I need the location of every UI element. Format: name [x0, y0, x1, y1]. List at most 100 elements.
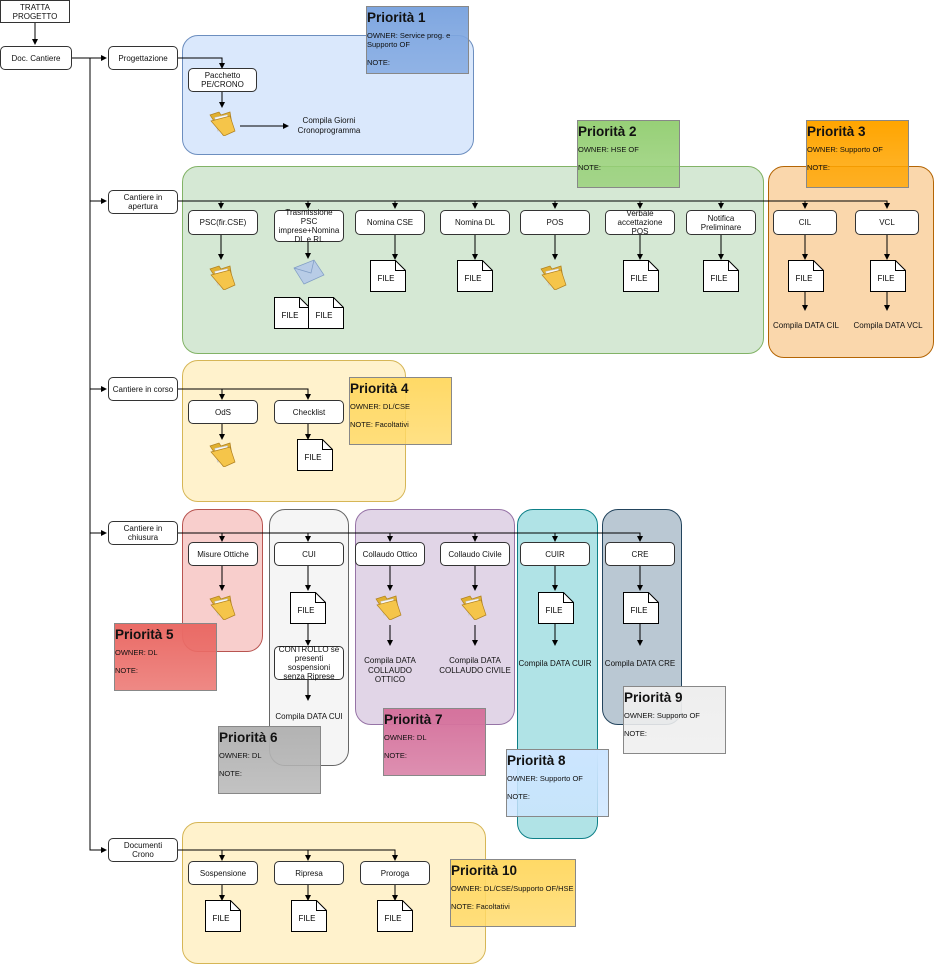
compila-giorni-label: Compila Giorni Cronoprogramma	[297, 116, 361, 135]
folder-icon[interactable]	[208, 264, 238, 290]
priority-title: Priorità 8	[507, 753, 566, 768]
folder-icon[interactable]	[208, 594, 238, 620]
sospensione-node[interactable]: Sospensione	[188, 861, 258, 885]
nomina-dl-node[interactable]: Nomina DL	[440, 210, 510, 235]
cuir-node[interactable]: CUIR	[520, 542, 590, 566]
ripresa-node[interactable]: Ripresa	[274, 861, 344, 885]
priority-note: NOTE: Facoltativi	[451, 902, 510, 911]
progettazione-node[interactable]: Progettazione	[108, 46, 178, 70]
file-icon[interactable]: FILE	[274, 297, 310, 329]
file-label: FILE	[282, 311, 299, 320]
file-icon[interactable]: FILE	[457, 260, 493, 292]
file-icon[interactable]: FILE	[291, 900, 327, 932]
pacchetto-node[interactable]: Pacchetto PE/CRONO	[188, 68, 257, 92]
file-icon[interactable]: FILE	[370, 260, 406, 292]
file-icon[interactable]: FILE	[703, 260, 739, 292]
priority-3-note: Priorità 3 OWNER: Supporto OF NOTE:	[806, 120, 909, 188]
vcl-node[interactable]: VCL	[855, 210, 919, 235]
priority-note: NOTE: Facoltativi	[350, 420, 409, 429]
compila-vcl-label: Compila DATA VCL	[853, 321, 923, 330]
ods-node[interactable]: OdS	[188, 400, 258, 424]
collaudo-ottico-node[interactable]: Collaudo Ottico	[355, 542, 425, 566]
file-icon[interactable]: FILE	[377, 900, 413, 932]
folder-icon[interactable]	[208, 441, 238, 467]
verbale-node[interactable]: Verbale accettazione POS	[605, 209, 675, 236]
folder-icon[interactable]	[539, 264, 569, 290]
priority-title: Priorità 9	[624, 690, 683, 705]
priority-note: NOTE:	[507, 792, 530, 801]
priority-title: Priorità 1	[367, 10, 426, 25]
priority-8-note: Priorità 8 OWNER: Supporto OF NOTE:	[506, 749, 609, 817]
priority-note: NOTE:	[624, 729, 647, 738]
file-icon[interactable]: FILE	[205, 900, 241, 932]
proroga-node[interactable]: Proroga	[360, 861, 430, 885]
folder-icon[interactable]	[459, 594, 489, 620]
folder-icon[interactable]	[208, 110, 238, 136]
file-label: FILE	[385, 914, 402, 923]
file-label: FILE	[631, 606, 648, 615]
controllo-node[interactable]: CONTROLLO se presenti sospensioni senza …	[274, 645, 344, 681]
checklist-node[interactable]: Checklist	[274, 400, 344, 424]
documenti-crono-node[interactable]: Documenti Crono	[108, 838, 178, 862]
cui-node[interactable]: CUI	[274, 542, 344, 566]
psc-node[interactable]: PSC(fir.CSE)	[188, 210, 258, 235]
priority-owner: OWNER: DL	[384, 733, 427, 742]
priority-owner: OWNER: Supporto OF	[807, 145, 883, 154]
priority-owner: OWNER: DL/CSE	[350, 402, 411, 411]
file-label: FILE	[299, 914, 316, 923]
compila-cui-label: Compila DATA CUI	[275, 712, 343, 721]
cantiere-chiusura-node[interactable]: Cantiere in chiusura	[108, 521, 178, 545]
priority-owner: OWNER: DL/CSE/Supporto OF/HSE	[451, 884, 574, 893]
compila-collaudo-civile-label: Compila DATA COLLAUDO CIVILE	[439, 656, 511, 675]
misure-ottiche-node[interactable]: Misure Ottiche	[188, 542, 258, 566]
file-label: FILE	[305, 453, 322, 462]
file-icon[interactable]: FILE	[870, 260, 906, 292]
file-label: FILE	[378, 274, 395, 283]
file-icon[interactable]: FILE	[290, 592, 326, 624]
priority-note: NOTE:	[807, 163, 830, 172]
file-label: FILE	[878, 274, 895, 283]
compila-cre-label: Compila DATA CRE	[604, 659, 676, 668]
file-label: FILE	[546, 606, 563, 615]
cantiere-corso-node[interactable]: Cantiere in corso	[108, 377, 178, 401]
file-label: FILE	[316, 311, 333, 320]
file-icon[interactable]: FILE	[623, 260, 659, 292]
email-icon[interactable]	[292, 258, 326, 286]
priority-title: Priorità 7	[384, 712, 443, 727]
file-icon[interactable]: FILE	[788, 260, 824, 292]
file-icon[interactable]: FILE	[623, 592, 659, 624]
file-label: FILE	[465, 274, 482, 283]
compila-cuir-label: Compila DATA CUIR	[518, 659, 592, 668]
pos-node[interactable]: POS	[520, 210, 590, 235]
trasmissione-node[interactable]: Trasmissione PSC imprese+Nomina DL e RL	[274, 208, 344, 244]
priority-owner: OWNER: DL	[219, 751, 262, 760]
collaudo-civile-node[interactable]: Collaudo Civile	[440, 542, 510, 566]
doc-cantiere-node[interactable]: Doc. Cantiere	[0, 46, 72, 70]
priority-note: NOTE:	[384, 751, 407, 760]
group-documenti-crono	[182, 822, 486, 964]
priority-title: Priorità 3	[807, 124, 866, 139]
cil-node[interactable]: CIL	[773, 210, 837, 235]
file-icon[interactable]: FILE	[308, 297, 344, 329]
priority-owner: OWNER: HSE OF	[578, 145, 639, 154]
file-icon[interactable]: FILE	[297, 439, 333, 471]
priority-10-note: Priorità 10 OWNER: DL/CSE/Supporto OF/HSE…	[450, 859, 576, 927]
cantiere-apertura-node[interactable]: Cantiere in apertura	[108, 190, 178, 214]
priority-title: Priorità 10	[451, 863, 518, 878]
cre-node[interactable]: CRE	[605, 542, 675, 566]
notifica-node[interactable]: Notifica Preliminare	[686, 210, 756, 235]
priority-owner: OWNER: Supporto OF	[507, 774, 583, 783]
tratta-progetto-node[interactable]: TRATTA PROGETTO	[0, 0, 70, 23]
file-label: FILE	[711, 274, 728, 283]
file-icon[interactable]: FILE	[538, 592, 574, 624]
nomina-cse-node[interactable]: Nomina CSE	[355, 210, 425, 235]
priority-title: Priorità 5	[115, 627, 174, 642]
folder-icon[interactable]	[374, 594, 404, 620]
file-label: FILE	[631, 274, 648, 283]
